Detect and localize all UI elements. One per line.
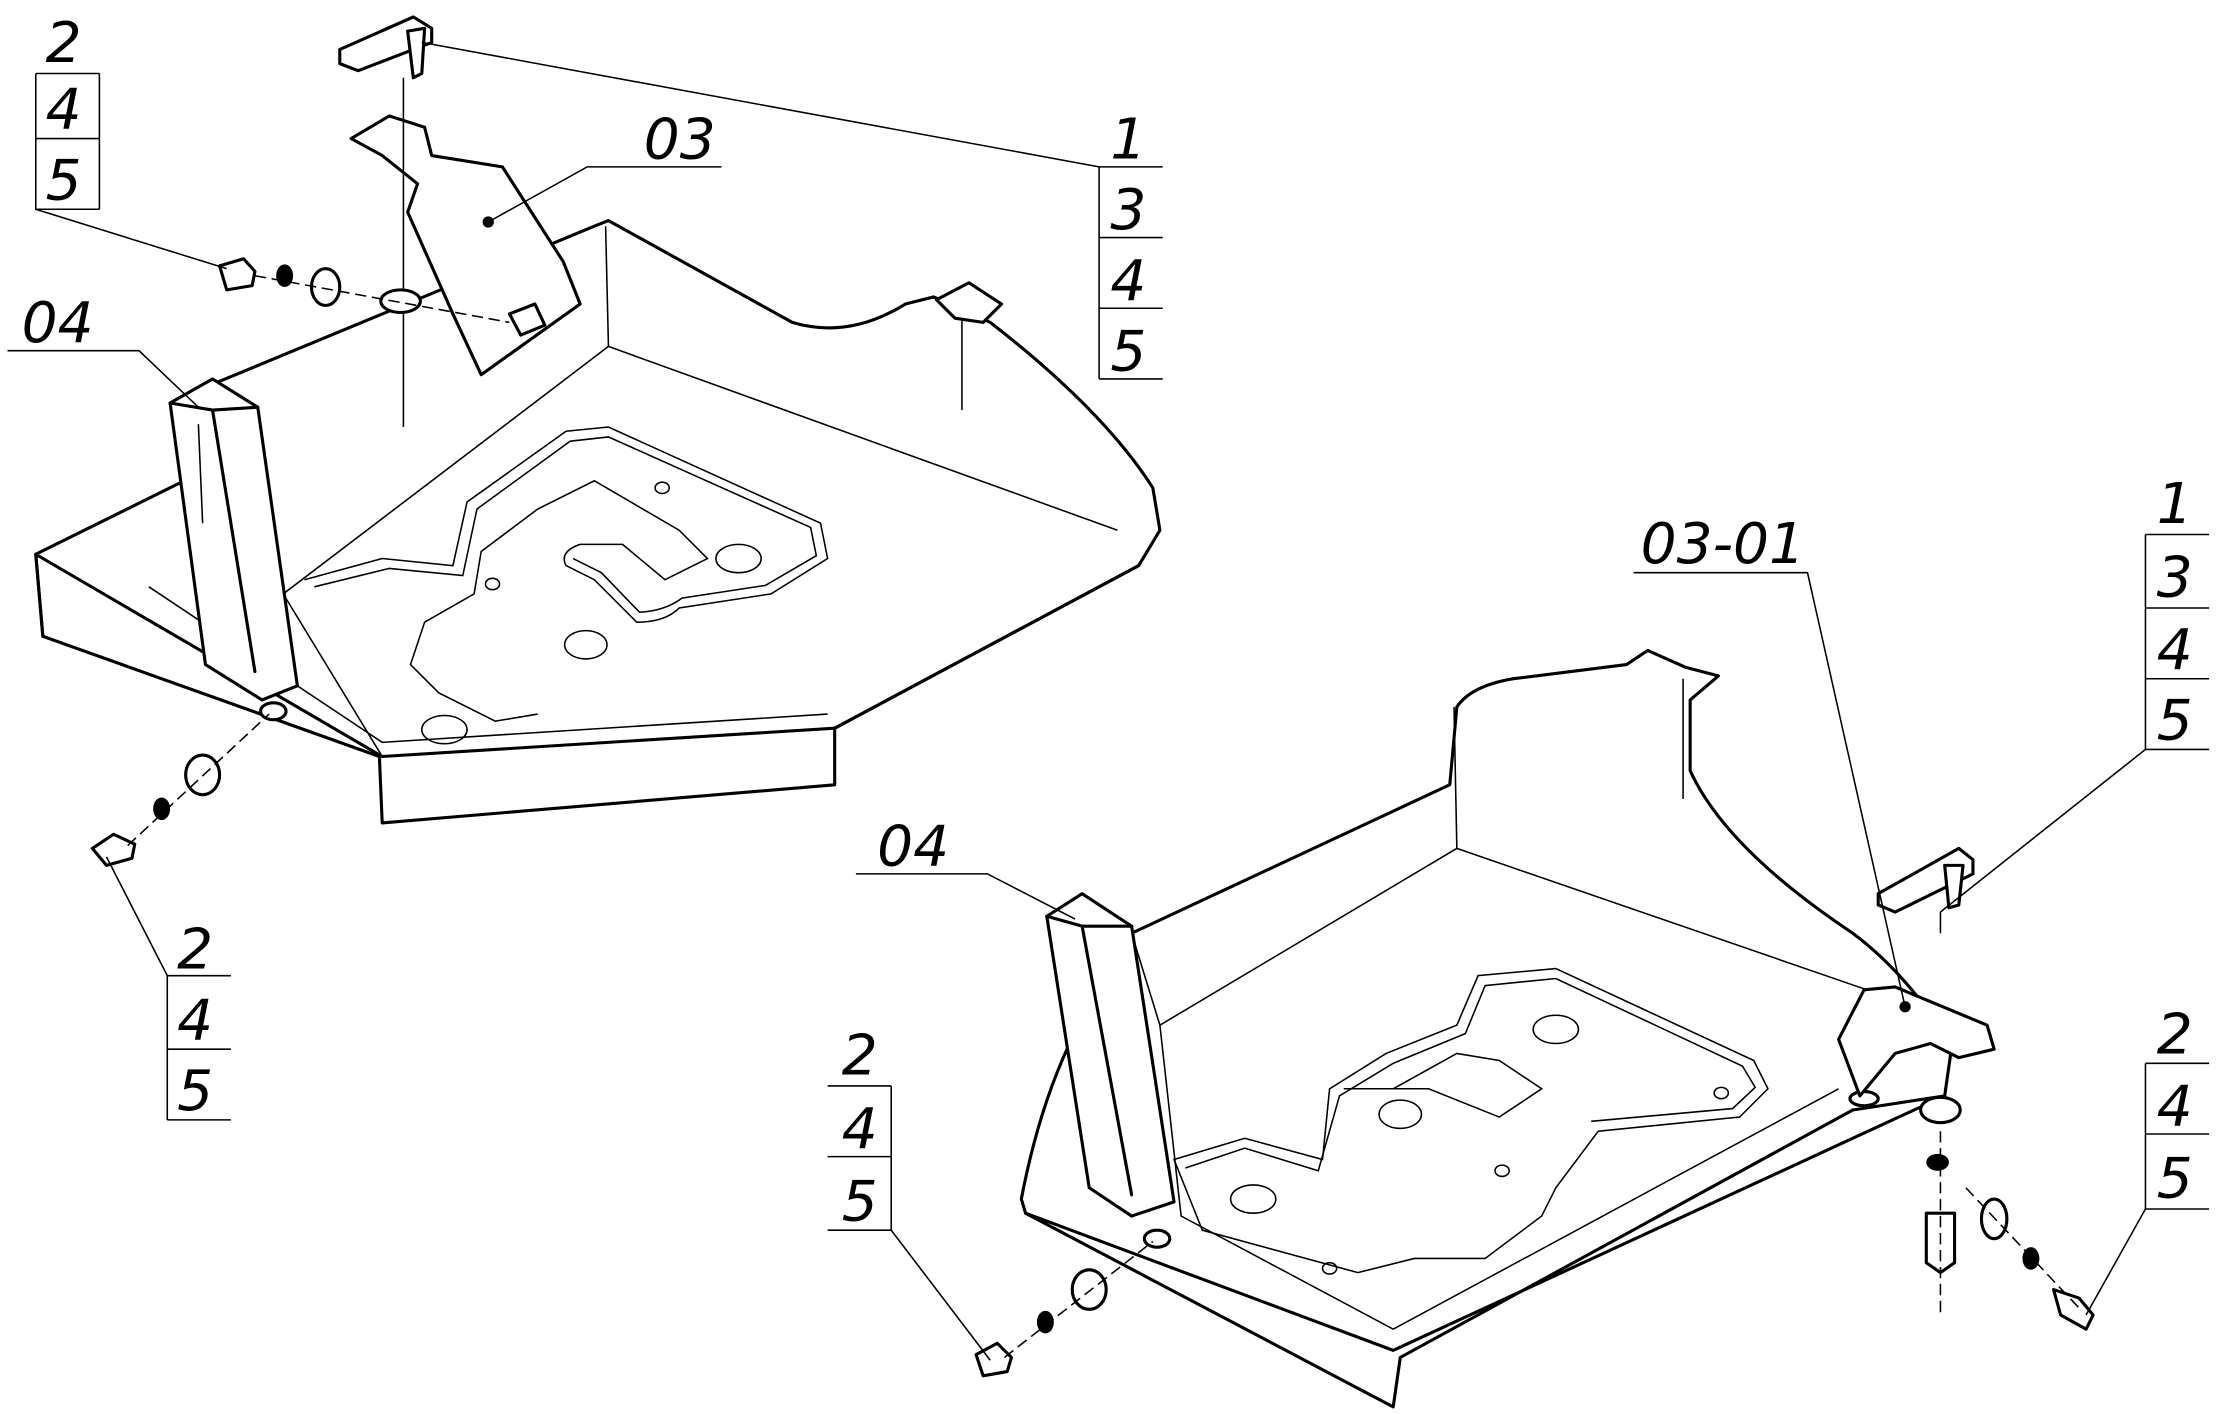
- callout-number: 5: [177, 1058, 213, 1124]
- callout-number: 1: [1110, 106, 1146, 172]
- callout-number: 3: [1110, 177, 1146, 243]
- bracket-03: [349, 77, 582, 428]
- callout-bottom-right-fasteners: 2 4 5: [2085, 1001, 2210, 1316]
- callout-number: 5: [1110, 318, 1146, 384]
- callout-number: 3: [2157, 545, 2193, 611]
- fasteners-right: [1919, 1095, 2095, 1331]
- callout-top-left-fasteners: 2 4 5: [34, 10, 227, 270]
- callout-number: 5: [2157, 688, 2193, 754]
- clip-top: [338, 15, 434, 80]
- callout-number: 4: [2157, 1074, 2193, 1140]
- callout-top-clip: 1 3 4 5: [421, 41, 1163, 384]
- callout-bottom-left-fasteners: 2 4 5: [105, 856, 231, 1124]
- callout-number: 1: [2157, 471, 2193, 537]
- callout-number: 4: [842, 1096, 878, 1162]
- callout-post-right: 04: [855, 813, 1076, 920]
- callout-number: 03: [644, 106, 716, 172]
- callout-bracket-03: 03: [487, 106, 722, 223]
- callout-number: 4: [46, 77, 82, 143]
- callout-number: 2: [842, 1023, 878, 1089]
- callout-number: 2: [46, 10, 82, 76]
- callout-bracket-03-01: 03-01: [1633, 511, 1906, 1007]
- callout-right-clip: 1 3 4 5: [1939, 471, 2210, 913]
- callout-number: 4: [2157, 617, 2193, 683]
- callout-number: 2: [177, 917, 213, 983]
- callout-number: 03-01: [1641, 511, 1805, 577]
- callout-number: 4: [1110, 248, 1146, 314]
- callout-number: 5: [842, 1168, 878, 1234]
- callout-number: 04: [22, 290, 94, 356]
- callout-number: 2: [2157, 1001, 2193, 1067]
- callout-number: 4: [177, 987, 213, 1053]
- callout-number: 04: [877, 813, 949, 879]
- right-skid-plate: [1019, 648, 1996, 1409]
- callout-bottom-center-fasteners: 2 4 5: [827, 1023, 991, 1361]
- callout-post-left: 04: [7, 290, 199, 408]
- fasteners-bottom-center: [974, 1240, 1154, 1378]
- callout-number: 5: [46, 147, 82, 213]
- callout-number: 5: [2157, 1146, 2193, 1212]
- clip-right: [1876, 846, 1975, 934]
- left-skid-plate: [34, 219, 1162, 825]
- fasteners-bottom-left: [90, 713, 270, 867]
- fasteners-top-left: [218, 257, 510, 324]
